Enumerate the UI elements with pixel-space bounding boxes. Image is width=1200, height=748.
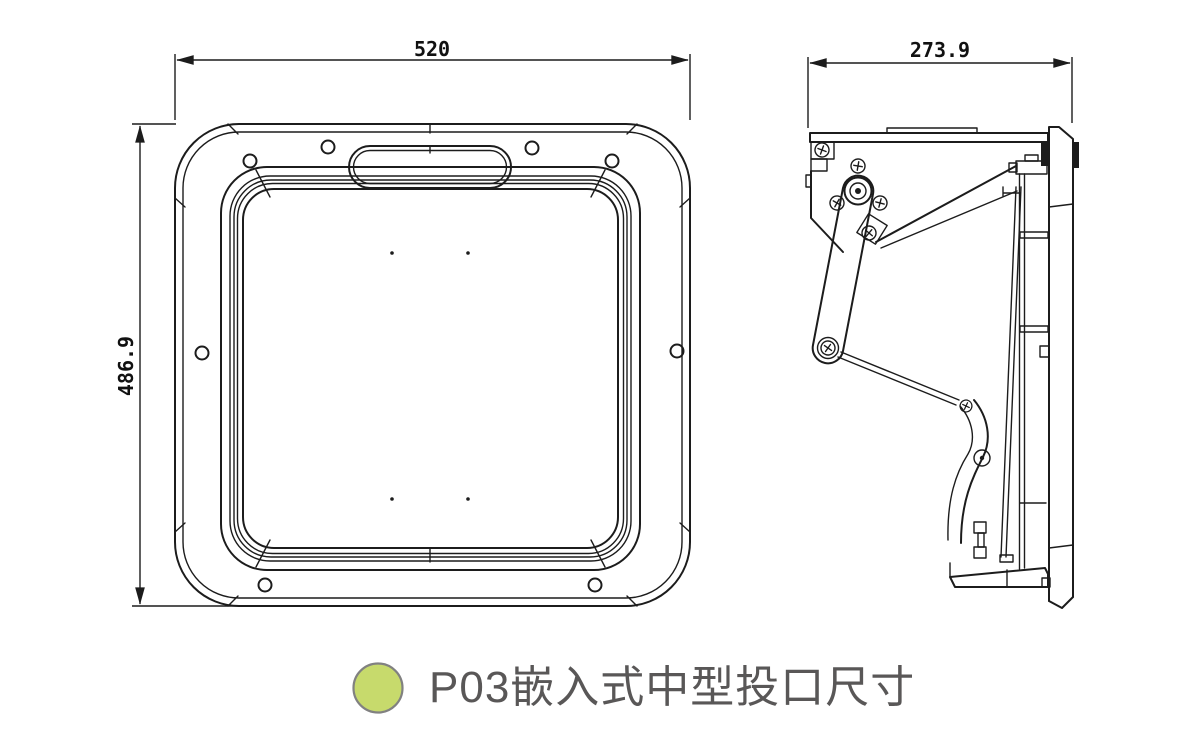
dimension-side-depth: 273.9 (807, 38, 1073, 128)
caption-bullet-icon (352, 662, 404, 714)
dimension-front-height: 486.9 (114, 123, 242, 607)
front-height-value: 486.9 (114, 336, 138, 396)
side-view (805, 126, 1079, 609)
front-width-value: 520 (414, 37, 450, 61)
front-view (174, 123, 691, 607)
caption: P03嵌入式中型投口尺寸 (352, 660, 915, 716)
dimension-front-width: 520 (174, 37, 691, 120)
screw-holes (194, 139, 685, 593)
side-depth-value: 273.9 (910, 38, 970, 62)
caption-text: P03嵌入式中型投口尺寸 (429, 663, 916, 712)
